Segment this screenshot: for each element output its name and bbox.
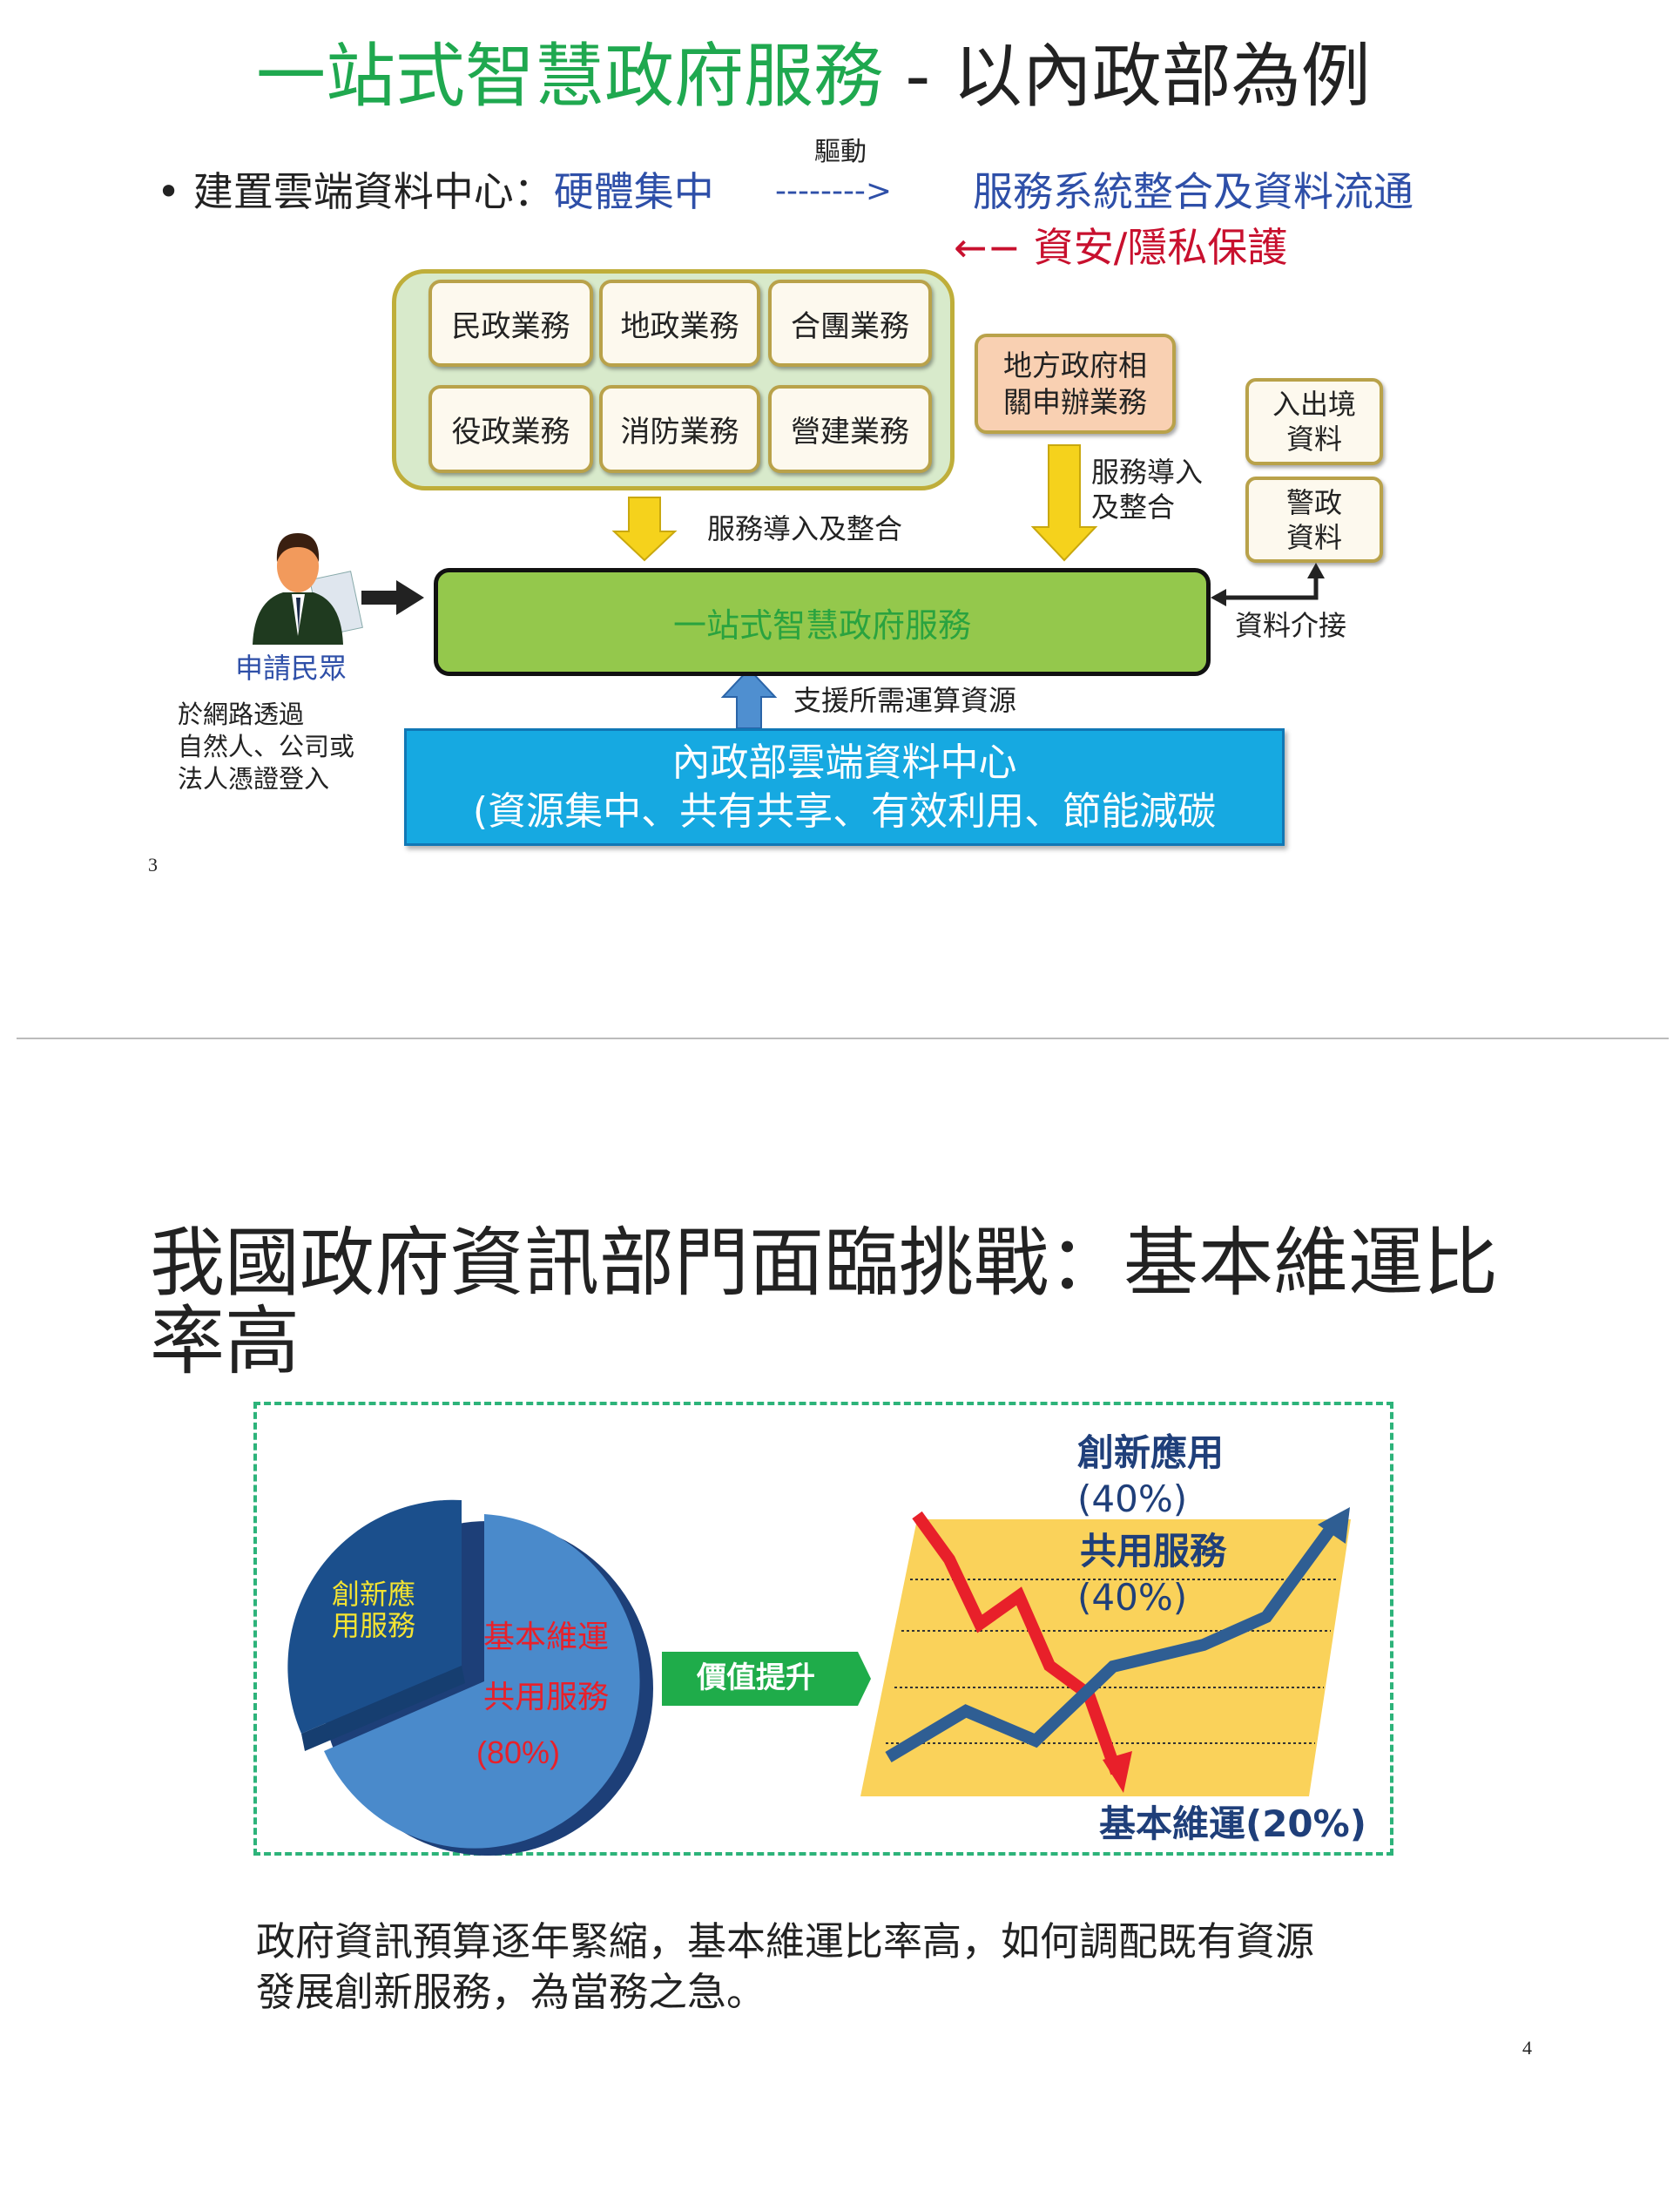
applicant-note-line1: 於網路透過 (178, 700, 305, 729)
applicant-person-icon (253, 533, 363, 645)
pie-innovation-label-line1: 創新應 (332, 1578, 416, 1611)
police-data-box: 警政 資料 (1245, 477, 1383, 563)
import-integrate-label: 服務導入及整合 (707, 512, 903, 545)
innovation-label: 創新應用 (1077, 1431, 1225, 1474)
local-gov-line2: 關申辦業務 (1003, 384, 1147, 419)
slide4-graphics (287, 1499, 1351, 1856)
blue-rise-line (885, 1522, 1338, 1763)
integration-label: 服務系統整合及資料流通 (973, 168, 1413, 215)
dashed-arrow: --------> (775, 173, 893, 209)
service-civil: 民政業務 (428, 280, 593, 367)
body-text-line1: 政府資訊預算逐年緊縮，基本維運比率高，如何調配既有資源 (256, 1918, 1315, 1964)
service-military: 役政業務 (428, 385, 593, 473)
shared-pct: (40%) (1077, 1576, 1188, 1619)
pie-maintenance-pct: (80%) (476, 1735, 561, 1770)
service-construction: 營建業務 (768, 385, 932, 473)
arrow-up-icon (1307, 563, 1325, 578)
yellow-arrow-icon (1030, 444, 1098, 562)
pie-slice-innovation (287, 1499, 462, 1734)
page-number: 4 (1522, 2037, 1532, 2059)
title-rest: - 以內政部為例 (883, 36, 1371, 117)
local-government-box: 地方政府相 關申辦業務 (975, 334, 1176, 434)
service-cooperative: 合團業務 (768, 280, 932, 367)
immigration-data-box: 入出境 資料 (1245, 378, 1383, 465)
import-label-line2: 及整合 (1091, 490, 1176, 524)
slide4-title-line2: 率高 (150, 1298, 300, 1385)
bullet-dot: • (157, 168, 181, 215)
page-number: 3 (148, 854, 158, 876)
local-gov-line1: 地方政府相 (1003, 348, 1147, 382)
police-line1: 警政 (1285, 485, 1342, 519)
data-link-connector (1218, 575, 1319, 600)
security-label: ←− 資安/隱私保護 (954, 224, 1288, 271)
blue-up-arrow-icon (720, 667, 778, 729)
cloud-subtitle: (資源集中、共有共享、有效利用、節能減碳 (472, 788, 1217, 834)
value-up-label: 價值提升 (697, 1660, 815, 1695)
innovation-pct: (40%) (1077, 1478, 1188, 1520)
arrow-left-icon (1211, 589, 1226, 606)
applicant-label: 申請民眾 (235, 652, 347, 685)
maintenance-label: 基本維運(20%) (1099, 1802, 1366, 1845)
slide4-title-line1: 我國政府資訊部門面臨挑戰：基本維運比 (150, 1220, 1498, 1307)
immigration-line1: 入出境 (1272, 388, 1356, 421)
title-green: 一站式智慧政府服務 (256, 36, 883, 117)
police-line2: 資料 (1285, 520, 1342, 554)
illustration-frame (253, 1402, 1393, 1856)
slide3-connectors (253, 444, 1325, 729)
body-text-line2: 發展創新服務，為當務之急。 (256, 1969, 766, 2015)
one-stop-service-bar: 一站式智慧政府服務 (434, 568, 1211, 676)
pie-innovation-label-line2: 用服務 (332, 1609, 416, 1642)
applicant-note-line3: 法人憑證登入 (178, 764, 330, 794)
arrow-right-icon (361, 580, 424, 615)
applicant-note-line2: 自然人、公司或 (178, 732, 355, 761)
cloud-datacenter-box: 內政部雲端資料中心 (資源集中、共有共享、有效利用、節能減碳 (404, 728, 1285, 846)
shared-label: 共用服務 (1080, 1530, 1227, 1572)
support-label: 支援所需運算資源 (793, 684, 1017, 717)
chart-panel (860, 1519, 1351, 1796)
pie-maintenance-label-line2: 共用服務 (483, 1680, 610, 1715)
bullet-line: • 建置雲端資料中心：硬體集中 (157, 166, 714, 218)
immigration-line2: 資料 (1285, 423, 1342, 456)
bullet-label: 建置雲端資料中心： (192, 168, 554, 215)
cloud-title: 內政部雲端資料中心 (671, 740, 1017, 785)
service-land: 地政業務 (599, 280, 760, 367)
pie-maintenance-label-line1: 基本維運 (483, 1620, 610, 1655)
red-arrowhead-icon (1103, 1751, 1132, 1793)
import-label-line1: 服務導入 (1091, 456, 1204, 489)
value-up-arrow (662, 1652, 871, 1706)
pie-slice-maintenance (324, 1514, 640, 1849)
page-divider (17, 1038, 1669, 1039)
yellow-arrow-icon (611, 497, 678, 562)
pie-slice-edge (301, 1666, 465, 1751)
hardware-label: 硬體集中 (553, 168, 714, 215)
blue-arrowhead-icon (1318, 1507, 1350, 1544)
service-fire: 消防業務 (599, 385, 760, 473)
slide3-title: 一站式智慧政府服務 - 以內政部為例 (256, 35, 1371, 118)
drive-label: 驅動 (814, 137, 867, 167)
data-interface-label: 資料介接 (1235, 609, 1347, 642)
